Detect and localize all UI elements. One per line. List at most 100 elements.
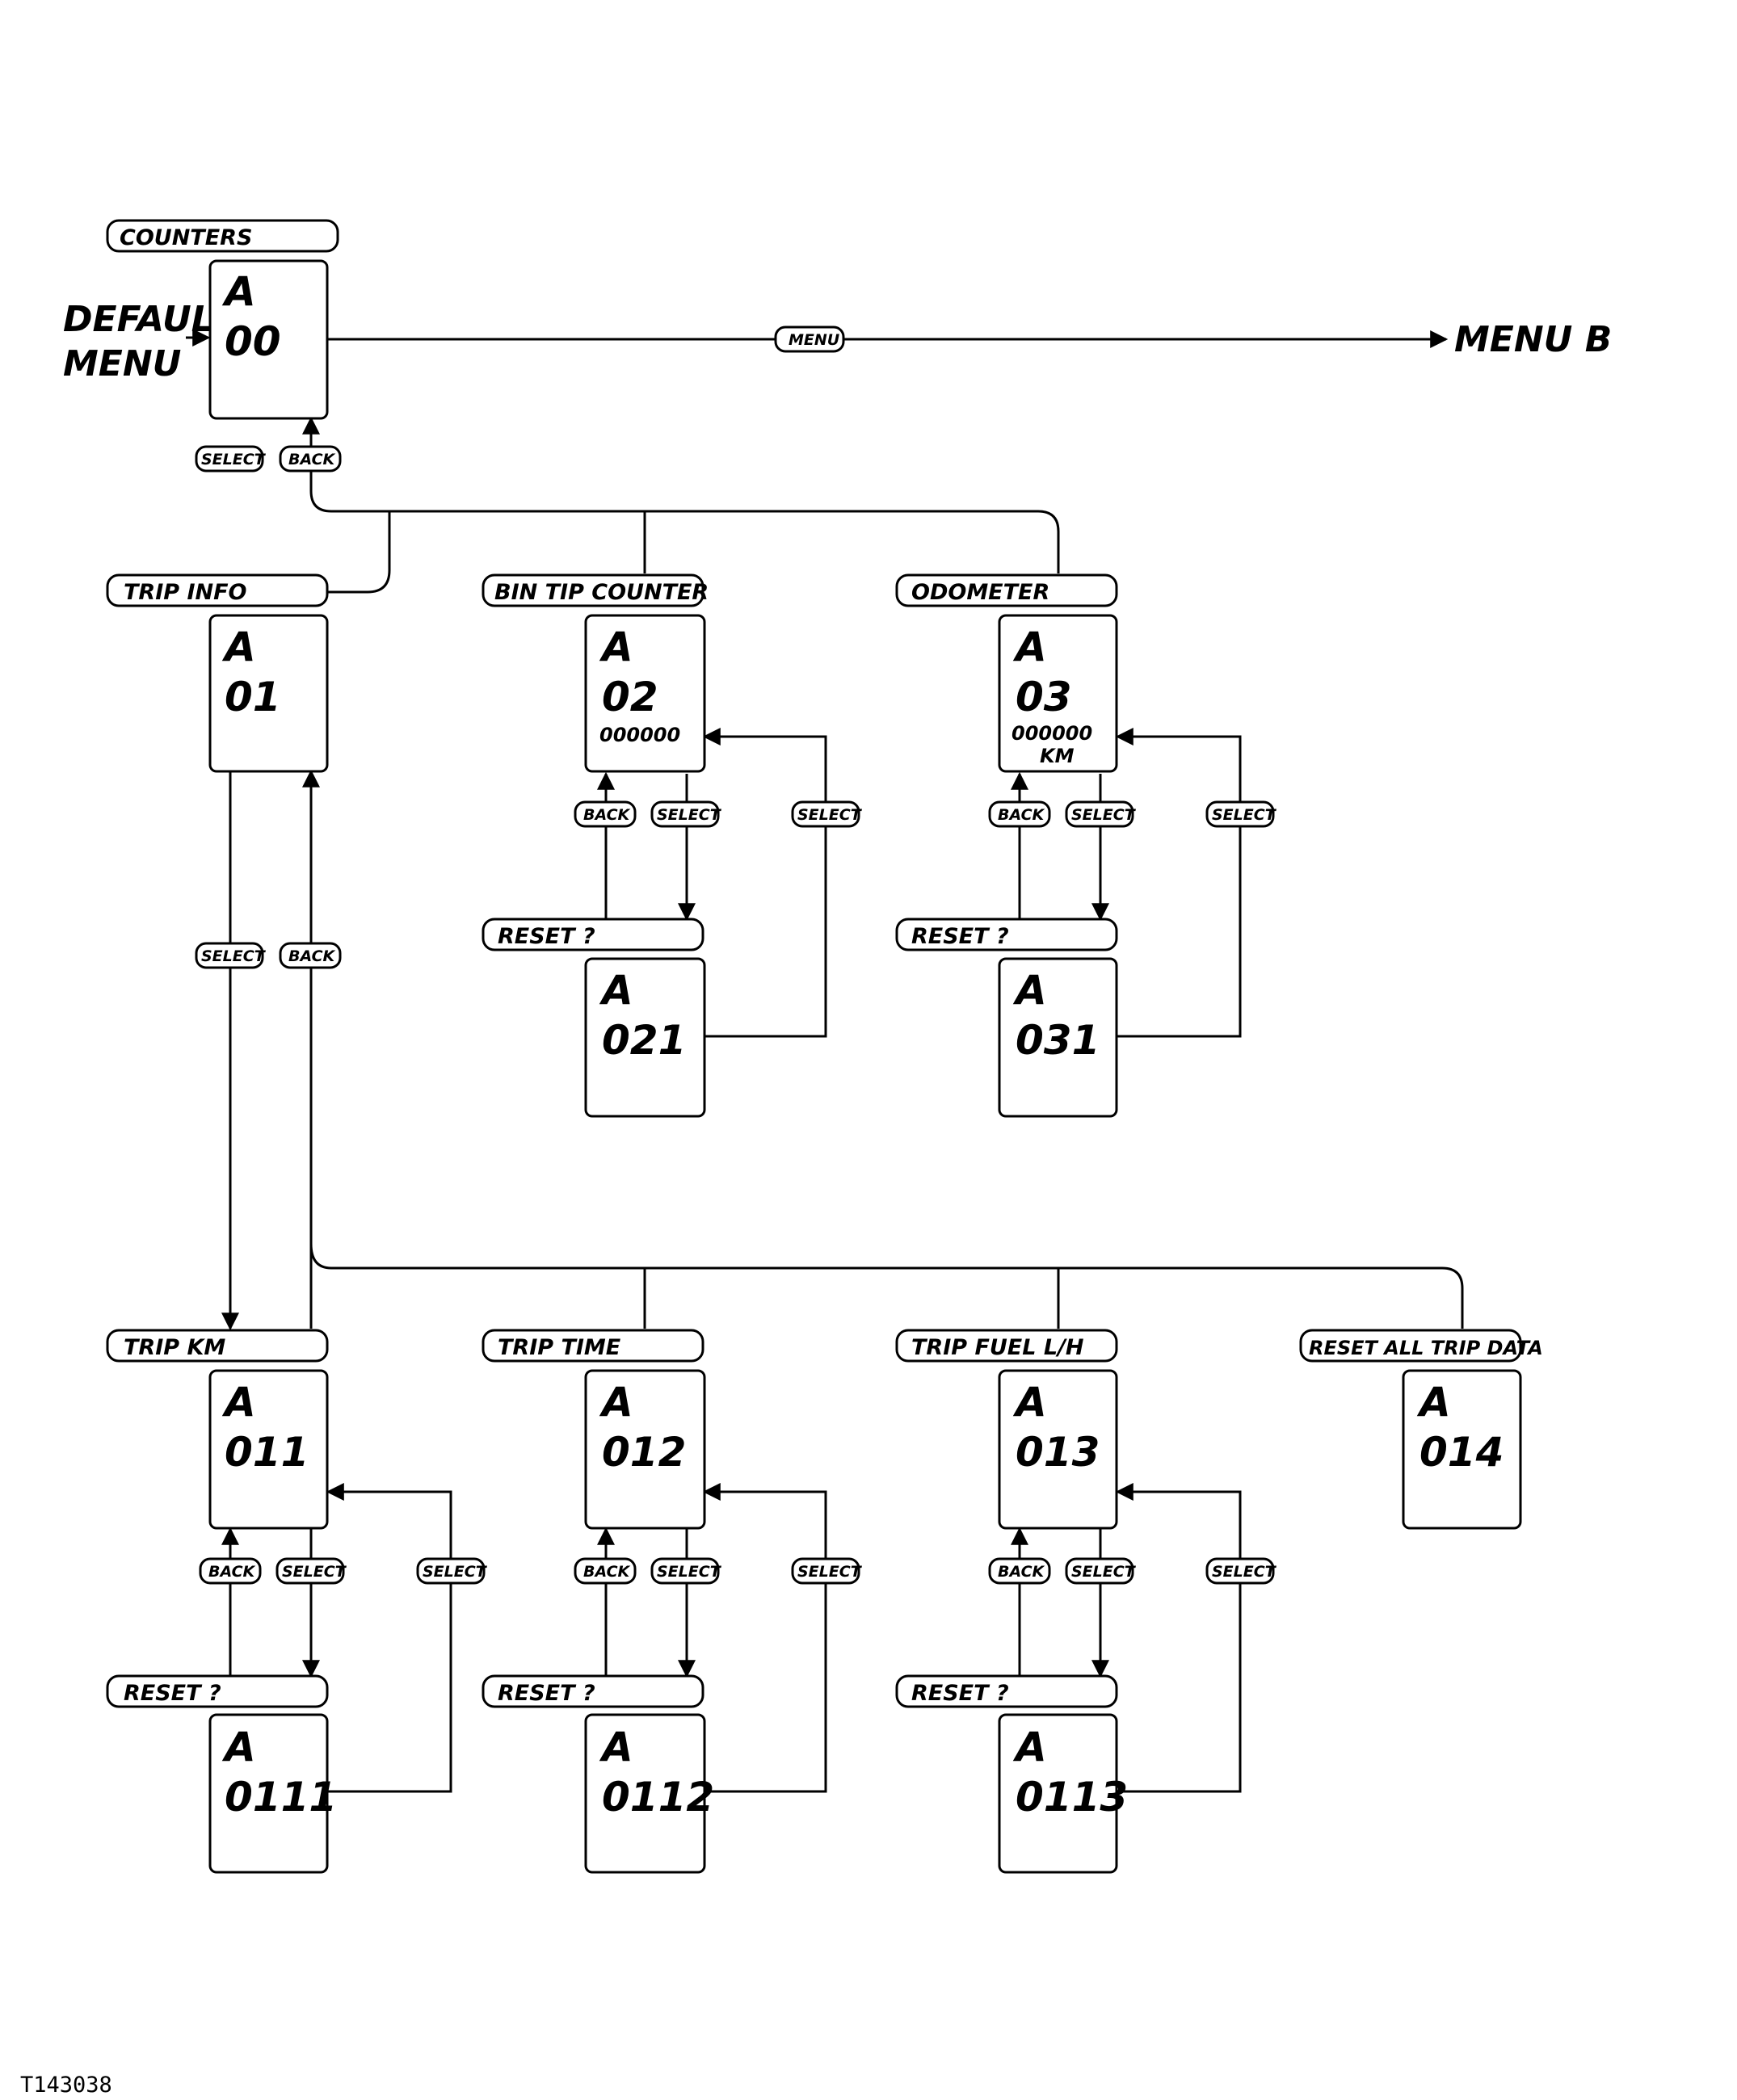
- lcd-display: [208, 614, 329, 773]
- screen-trip-info: TRIP INFO A 01: [106, 573, 329, 773]
- back-text: BACK: [998, 1563, 1045, 1581]
- screen-counters: COUNTERS A 00: [106, 219, 339, 420]
- default-menu-label-line2: MENU: [63, 343, 181, 384]
- screen-title: RESET ?: [498, 924, 595, 949]
- select-pill: [195, 942, 264, 969]
- menu-button-pill: [774, 326, 845, 353]
- title-pill: [106, 219, 339, 253]
- lcd-line-1: A: [599, 967, 633, 1014]
- odometer-back-label: BACK: [988, 800, 1051, 828]
- select-pill: [650, 1557, 720, 1585]
- title-pill: [895, 918, 1118, 951]
- odometer-select-label: SELECT: [1065, 800, 1137, 828]
- lcd-line-2: 00: [225, 318, 281, 365]
- trip-fuel-select-label: SELECT: [1065, 1557, 1137, 1585]
- lcd-line-1: A: [1012, 624, 1047, 670]
- screen-title: TRIP INFO: [124, 580, 246, 605]
- menu-b-label: MENU B: [1454, 319, 1612, 360]
- trip-fuel-loop-line: [1115, 1483, 1242, 1793]
- lcd-display: [584, 957, 706, 1118]
- screen-reset-all-trip-data: RESET ALL TRIP DATA A 014: [1299, 1329, 1543, 1530]
- counters-select-label: SELECT: [195, 445, 267, 472]
- screen-title: TRIP TIME: [498, 1335, 621, 1360]
- lcd-line-2: 0113: [1016, 1774, 1128, 1821]
- back-pill: [574, 800, 637, 828]
- screen-bin-tip-counter: BIN TIP COUNTER A 02 000000: [482, 573, 709, 773]
- select-text: SELECT: [1212, 1563, 1277, 1581]
- select-text: SELECT: [1071, 806, 1137, 824]
- lcd-line-1: A: [221, 624, 256, 670]
- lcd-line-1: A: [599, 1379, 633, 1426]
- bin-tip-select-label: SELECT: [650, 800, 722, 828]
- select-pill: [1205, 800, 1275, 828]
- title-pill: [482, 1674, 704, 1708]
- trip-km-back-label: BACK: [199, 1557, 262, 1585]
- back-text: BACK: [288, 947, 336, 965]
- trip-info-branch: [327, 511, 391, 594]
- menu-button-label: MENU: [774, 326, 845, 353]
- back-text: BACK: [583, 1563, 631, 1581]
- screen-trip-time: TRIP TIME A 012: [482, 1329, 706, 1530]
- lcd-line-1: A: [1012, 1379, 1047, 1426]
- lcd-display: [998, 957, 1118, 1118]
- screen-title: TRIP KM: [124, 1335, 225, 1360]
- back-pill: [279, 942, 342, 969]
- screen-title: RESET ?: [911, 1681, 1009, 1706]
- screen-title: COUNTERS: [120, 225, 252, 250]
- lcd-line-2: 012: [602, 1429, 686, 1476]
- lcd-line-2: 011: [225, 1429, 309, 1476]
- title-pill: [482, 918, 704, 951]
- lcd-line-2: 021: [602, 1017, 686, 1064]
- back-text: BACK: [208, 1563, 256, 1581]
- lcd-counter-value: 000000: [599, 724, 680, 746]
- lcd-line-1: A: [221, 1724, 256, 1770]
- back-pill: [574, 1557, 637, 1585]
- lcd-line-1: A: [1012, 967, 1047, 1014]
- select-text: SELECT: [1212, 806, 1277, 824]
- level1-back-bus: [309, 426, 1060, 573]
- select-pill: [791, 800, 860, 828]
- title-pill: [482, 1329, 704, 1363]
- trip-fuel-loop-select-label: SELECT: [1205, 1557, 1277, 1585]
- screen-trip-km: TRIP KM A 011: [106, 1329, 329, 1530]
- back-pill: [199, 1557, 262, 1585]
- lcd-display: [998, 1713, 1118, 1874]
- trip-km-loop-select-label: SELECT: [416, 1557, 488, 1585]
- lcd-line-1: A: [599, 1724, 633, 1770]
- menu-button-text: MENU: [789, 331, 840, 349]
- back-pill: [988, 1557, 1051, 1585]
- lcd-line-2: 01: [225, 674, 281, 720]
- back-text: BACK: [998, 806, 1045, 824]
- screen-title: RESET ALL TRIP DATA: [1309, 1337, 1543, 1359]
- select-pill: [195, 445, 264, 472]
- lcd-display: [998, 614, 1118, 773]
- title-pill: [895, 1674, 1118, 1708]
- bin-tip-loop-line: [702, 728, 827, 1038]
- title-pill: [106, 1329, 329, 1363]
- trip-km-loop-line: [326, 1483, 452, 1793]
- title-pill: [106, 1674, 329, 1708]
- lcd-display: [584, 1713, 706, 1874]
- select-pill: [650, 800, 720, 828]
- trip-info-back-label: BACK: [279, 942, 342, 969]
- select-pill: [1205, 1557, 1275, 1585]
- lcd-odometer-value: 000000: [1011, 722, 1092, 745]
- level2-back-bus: [309, 1243, 1464, 1329]
- screen-reset-0113: RESET ? A 0113: [895, 1674, 1128, 1874]
- lcd-line-2: 0112: [602, 1774, 714, 1821]
- bin-tip-loop-select-label: SELECT: [791, 800, 863, 828]
- lcd-display: [208, 1369, 329, 1530]
- select-text: SELECT: [201, 947, 267, 965]
- lcd-display: [584, 614, 706, 773]
- connector-lines: [186, 329, 1464, 1793]
- select-pill: [1065, 800, 1134, 828]
- title-pill: [482, 573, 704, 607]
- select-text: SELECT: [797, 806, 863, 824]
- lcd-display: [584, 1369, 706, 1530]
- title-pill: [895, 1329, 1118, 1363]
- lcd-line-1: A: [221, 268, 256, 315]
- trip-time-back-label: BACK: [574, 1557, 637, 1585]
- screen-title: TRIP FUEL L/H: [911, 1335, 1084, 1360]
- select-pill: [275, 1557, 345, 1585]
